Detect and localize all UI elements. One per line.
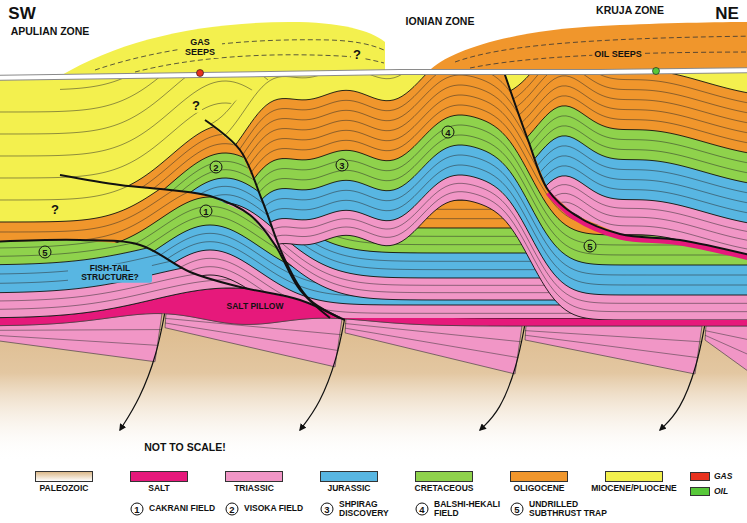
unconformity-shadow [0, 70, 747, 78]
legend-swatch [690, 472, 710, 481]
bedding-line [0, 202, 747, 256]
kruja-cap [428, 22, 747, 72]
legend-text: CRETACEOUS [415, 484, 474, 493]
legend-text: PALEOZOIC [40, 484, 89, 493]
triassic-block [345, 319, 522, 374]
stratum-boundary [0, 176, 747, 230]
legend-swatch [225, 471, 283, 482]
bedding-line [345, 328, 518, 358]
normal-fault [480, 324, 525, 430]
callout-number: 2 [226, 503, 239, 516]
basement [0, 312, 747, 462]
callout-number: 5 [584, 240, 597, 253]
callout-number: 4 [416, 503, 429, 516]
normal-fault [300, 317, 345, 430]
upper-basin [60, 22, 385, 76]
legend-text: OIL [714, 487, 728, 496]
bedding-line [0, 156, 747, 210]
stratum-boundary [0, 136, 747, 190]
thrust-sheet [0, 0, 747, 300]
legend-swatch [690, 487, 710, 496]
thrust-sheet [0, 0, 747, 265]
legend-text: MIOCENE/PLIOCENE [591, 484, 676, 493]
bedding-line [0, 335, 158, 345]
field-name: BALSHI-HEKALI FIELD [432, 500, 512, 519]
triassic-block [525, 326, 702, 374]
query-mark: ? [49, 203, 61, 217]
bedding-line [525, 335, 698, 357]
zone-label: KRUJA ZONE [594, 5, 666, 17]
direction-label: SW [6, 5, 37, 24]
stratum [0, 0, 747, 100]
field-name: SHPIRAG DISCOVERY [337, 500, 417, 519]
salt-detachment [548, 193, 747, 261]
direction-label: NE [713, 5, 741, 24]
sky [0, 0, 747, 78]
bedding-line [0, 86, 747, 140]
bedding-line [525, 331, 702, 342]
bedding-line [165, 323, 338, 351]
paleozoic-basement [0, 314, 747, 462]
legend-text: JURASSIC [328, 484, 371, 493]
thrust-fault [205, 120, 345, 320]
zone-label: APULIAN ZONE [9, 26, 92, 38]
callout-number: 5 [39, 246, 52, 259]
field-name: CAKRANI FIELD [147, 504, 227, 513]
bedding-dashed [95, 40, 384, 70]
query-mark: ? [190, 99, 202, 113]
legend-swatch [415, 471, 473, 482]
stratum-boundary [0, 106, 747, 160]
structure-label: SALT PILLOW [225, 302, 286, 311]
bedding-line [0, 96, 747, 150]
legend-swatch [320, 471, 378, 482]
oil-seep [653, 68, 660, 75]
structure-label: FISH-TAIL STRUCTURE? [68, 264, 152, 283]
legend-swatch [35, 471, 93, 482]
thrust-sheet [0, 0, 747, 320]
triassic-block [705, 326, 747, 374]
callout-number: 1 [200, 205, 213, 218]
thrust-fault [505, 75, 747, 258]
legend-swatch [510, 471, 568, 482]
callout-number: 5 [511, 503, 524, 516]
seep-label: GAS SEEPS [178, 38, 222, 58]
gas-seep [197, 70, 204, 77]
legend-text: SALT [148, 484, 170, 493]
legend-swatch [130, 471, 188, 482]
thrust-sheet [0, 0, 747, 318]
legend-text: TRIASSIC [234, 484, 274, 493]
bedding-line [0, 126, 747, 180]
bedding-dashed [455, 36, 747, 62]
legend-text: OLIGOCENE [513, 484, 564, 493]
query-mark: ? [351, 48, 363, 62]
unconformity [0, 70, 747, 78]
legend-text: GAS [714, 472, 732, 481]
callout-number: 2 [210, 161, 223, 174]
field-name: VISOKA FIELD [242, 504, 322, 513]
thrust-sheet [0, 0, 747, 330]
seep-label: OIL SEEPS [592, 50, 643, 60]
normal-fault [120, 312, 165, 430]
bedding-line [0, 329, 162, 331]
bedding-line [0, 166, 747, 220]
bedding-line [705, 331, 747, 342]
callout-number: 3 [336, 159, 349, 172]
scale-note: NOT TO SCALE! [142, 442, 227, 454]
zone-label: IONIAN ZONE [404, 16, 477, 28]
bedding-line [705, 335, 747, 357]
normal-fault [660, 324, 705, 430]
bedding-line [0, 76, 747, 130]
legend-swatch [605, 471, 663, 482]
callout-number: 3 [321, 503, 334, 516]
callout-number: 1 [131, 503, 144, 516]
field-name: UNDRILLED SUBTHRUST TRAP [527, 500, 619, 519]
bedding-dashed [135, 55, 384, 72]
callout-number: 4 [442, 126, 455, 139]
